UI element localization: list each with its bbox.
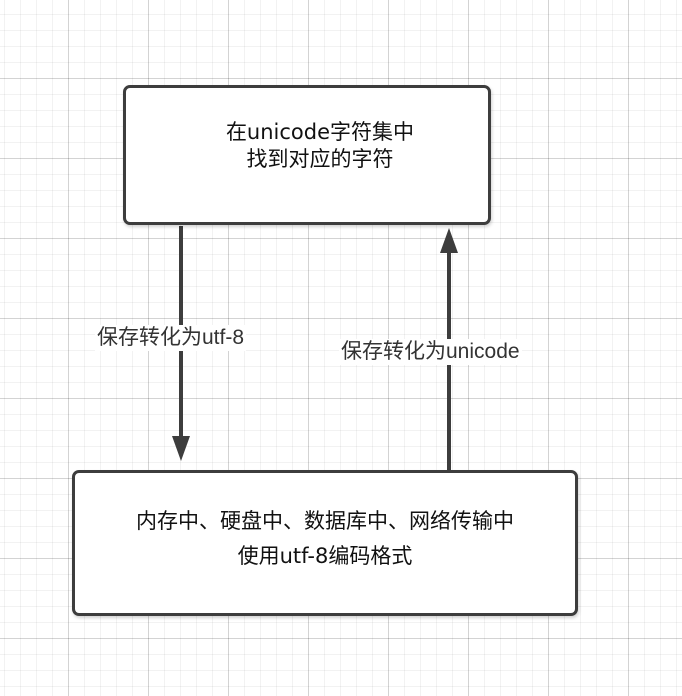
unicode-charset-box[interactable]: 在unicode字符集中 找到对应的字符 xyxy=(123,85,491,225)
unicode-box-line-1: 在unicode字符集中 xyxy=(225,120,415,144)
arrowhead-up-icon xyxy=(440,228,458,253)
storage-box-line-2: 使用utf-8编码格式 xyxy=(237,544,413,568)
storage-box-line-1: 内存中、硬盘中、数据库中、网络传输中 xyxy=(136,509,514,533)
arrowhead-down-icon xyxy=(172,436,190,461)
edge-label-to-unicode: 保存转化为unicode xyxy=(339,339,522,365)
unicode-box-line-2: 找到对应的字符 xyxy=(246,147,394,171)
storage-encoding-box[interactable]: 内存中、硬盘中、数据库中、网络传输中 使用utf-8编码格式 xyxy=(72,470,578,616)
edge-label-to-utf8: 保存转化为utf-8 xyxy=(95,325,247,351)
